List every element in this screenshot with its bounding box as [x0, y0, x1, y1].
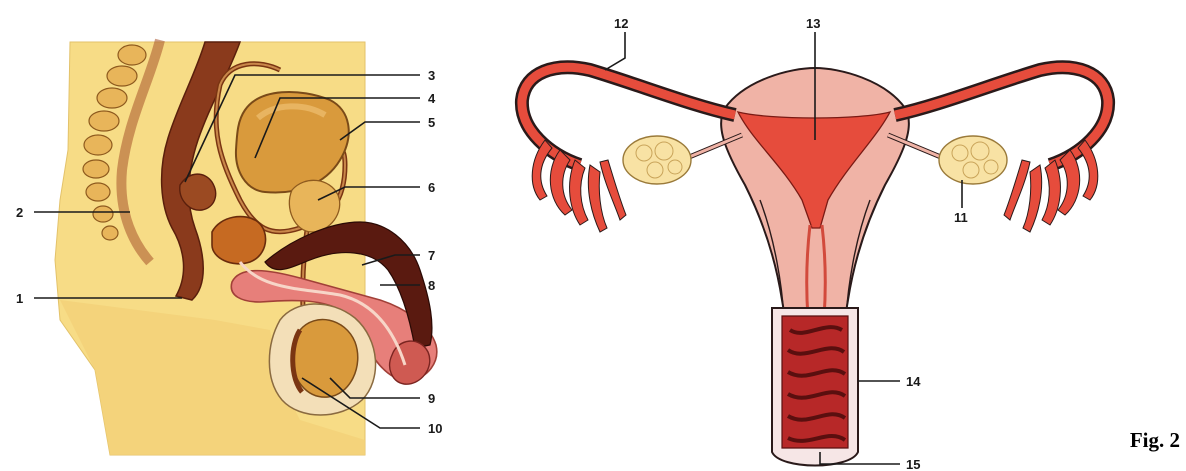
- prostate-gland: [212, 217, 266, 264]
- label-9: 9: [428, 391, 435, 406]
- vaginal-wall: [782, 316, 848, 448]
- label-6: 6: [428, 180, 435, 195]
- label-4: 4: [428, 91, 436, 106]
- label-15: 15: [906, 457, 920, 471]
- fimbriae-left: [532, 140, 626, 232]
- label-2: 2: [16, 205, 23, 220]
- label-14: 14: [906, 374, 921, 389]
- label-8: 8: [428, 278, 435, 293]
- label-3: 3: [428, 68, 435, 83]
- label-11: 11: [954, 210, 968, 225]
- label-5: 5: [428, 115, 435, 130]
- glans: [390, 341, 430, 384]
- label-1: 1: [16, 291, 23, 306]
- label-7: 7: [428, 248, 435, 263]
- ovary-left: [623, 136, 691, 184]
- label-13: 13: [806, 16, 820, 31]
- label-10: 10: [428, 421, 442, 436]
- fimbriae-right: [1004, 140, 1098, 232]
- label-12: 12: [614, 16, 628, 31]
- testis: [292, 320, 358, 398]
- figure-caption: Fig. 2: [1130, 428, 1180, 452]
- male-reproductive-diagram: [55, 40, 437, 455]
- ovary-right: [939, 136, 1007, 184]
